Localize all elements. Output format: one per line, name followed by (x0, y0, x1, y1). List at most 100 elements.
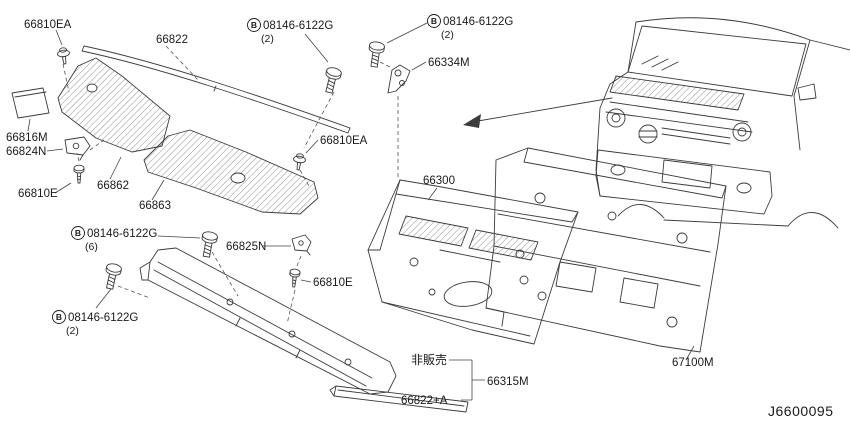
part-66315M-outline (147, 247, 397, 395)
callout-67100M: 67100M (672, 357, 714, 369)
part-66824N-outline (64, 136, 91, 156)
vehicle-illustration (595, 17, 850, 229)
part-66824N-tab (79, 154, 84, 161)
dashed-line-bolt4-cover (117, 285, 151, 299)
bolt-08146-icon-4 (101, 262, 123, 291)
dashed-line-bolt3-cover (211, 251, 239, 297)
vehicle-roofline (635, 17, 850, 51)
part-66334M-outline (387, 64, 411, 94)
fastener-part-number: 08146-6122G (87, 228, 157, 240)
callout-66810E-left: 66810E (18, 188, 58, 200)
part-66315M-cowl-top-cover (139, 247, 397, 395)
callout-66816M: 66816M (6, 132, 48, 144)
part-66300-bottom-contour (381, 301, 531, 337)
part-67100M-hole-1 (534, 192, 546, 204)
callout-66810EA-top: 66810EA (24, 19, 72, 31)
leader-66810E-mid (300, 279, 312, 283)
fastener-symbol: B (251, 20, 257, 30)
leader-fastener-3 (157, 235, 201, 239)
clip-66810EA-icon-1 (56, 46, 72, 66)
callout-66825N: 66825N (226, 241, 266, 253)
leader-lines (27, 22, 695, 401)
fastener-symbol-circle (427, 14, 441, 28)
fastener-callout-3: B 08146-6122G (6) (71, 226, 157, 253)
pointer-arrow-head (463, 114, 481, 128)
callout-66300: 66300 (423, 175, 455, 187)
vehicle-grille-lines (661, 127, 731, 145)
part-66334M-hole-1 (394, 69, 402, 77)
part-67100M-hole-2 (607, 211, 617, 221)
part-66300-hole-4 (428, 288, 436, 296)
part-66825N-outline (291, 234, 312, 252)
vehicle-license-plate (661, 159, 713, 189)
leader-fastener-4 (95, 288, 112, 309)
pointer-arrow-shaft (477, 97, 613, 122)
leader-66862 (109, 156, 122, 180)
part-66816M-inner-line (14, 91, 47, 98)
bolt-08146-icon-3 (198, 230, 219, 259)
part-67100M-opening-1 (555, 261, 597, 293)
fastener-symbol-circle (247, 18, 261, 32)
callout-66315M: 66315M (487, 376, 529, 388)
part-67100M-top-flange (523, 147, 727, 199)
vehicle-hood-lines (605, 101, 753, 133)
part-67100M-notch (485, 307, 505, 327)
leader-66863 (151, 179, 165, 201)
part-67100M-opening-2 (619, 277, 659, 309)
part-66822A-molding (329, 385, 469, 413)
part-67100M-hole-4 (519, 275, 529, 285)
drawing-code: J6600095 (768, 403, 834, 419)
bolt-08146-icon-1 (321, 65, 343, 95)
part-66334M-bracket (387, 64, 411, 94)
leader-67100M (685, 345, 695, 361)
part-66822-strip-lines (81, 45, 351, 134)
leader-fastener-2 (386, 22, 428, 44)
vehicle-foglight-right (736, 182, 752, 194)
vehicle-emblem (638, 124, 658, 144)
part-67100M-hole-3 (676, 232, 688, 244)
part-66315M-left-tab (139, 261, 151, 281)
clip-66810EA-icon-2 (291, 152, 307, 172)
callout-66334M: 66334M (428, 57, 470, 69)
callout-66824N: 66824N (6, 146, 46, 158)
screw-66810E-icon-2 (288, 268, 301, 288)
fastener-callout-2: B 08146-6122G (2) (427, 14, 513, 41)
part-66300-vent-hatch-1 (398, 215, 469, 247)
vehicle-headlight-left-inner (611, 113, 621, 123)
vehicle-headlight-left (606, 108, 626, 128)
vehicle-cowl-hatch (609, 75, 745, 111)
callout-66822: 66822 (156, 34, 188, 46)
dashed-line-clip-grille (299, 169, 311, 189)
fastener-part-number: 08146-6122G (68, 312, 138, 324)
part-66816M-seal-plate (11, 87, 50, 119)
callout-66822A: 66822+A (401, 395, 448, 407)
part-66315M-channel-lines (153, 261, 373, 387)
fastener-qty: (2) (66, 325, 79, 337)
fastener-qty: (6) (85, 241, 98, 253)
vehicle-wiper-hatch (641, 55, 679, 71)
leader-66334M (411, 61, 427, 71)
vehicle-emblem-bar (638, 130, 658, 138)
part-66824N-hole (72, 142, 80, 150)
leader-66810EA-mid (305, 139, 319, 154)
part-66863-outline (143, 129, 319, 215)
vehicle-front-left-edge (595, 71, 629, 197)
fastener-symbol-circle (52, 310, 66, 324)
part-66315M-hole-3 (344, 358, 352, 366)
fastener-callout-4: B 08146-6122G (2) (52, 310, 138, 337)
part-66825N-clip (291, 234, 312, 256)
fastener-symbol: B (431, 16, 437, 26)
vehicle-headlight-right (732, 122, 752, 142)
construction-lines (62, 45, 399, 325)
leader-fastener-1 (304, 33, 329, 63)
part-66300-left-edge (367, 193, 397, 251)
part-66315M-hole-2 (288, 330, 296, 338)
dashed-line-bolt1-clip (303, 91, 335, 149)
part-66300-vent-hatch-2 (468, 229, 539, 261)
part-66863-cowl-grille-lower (143, 129, 319, 215)
part-66822A-inner-line (337, 389, 465, 407)
part-66824N-bracket (64, 136, 91, 161)
leader-bracket-66315M (449, 359, 485, 401)
fastener-symbol: B (75, 228, 81, 238)
